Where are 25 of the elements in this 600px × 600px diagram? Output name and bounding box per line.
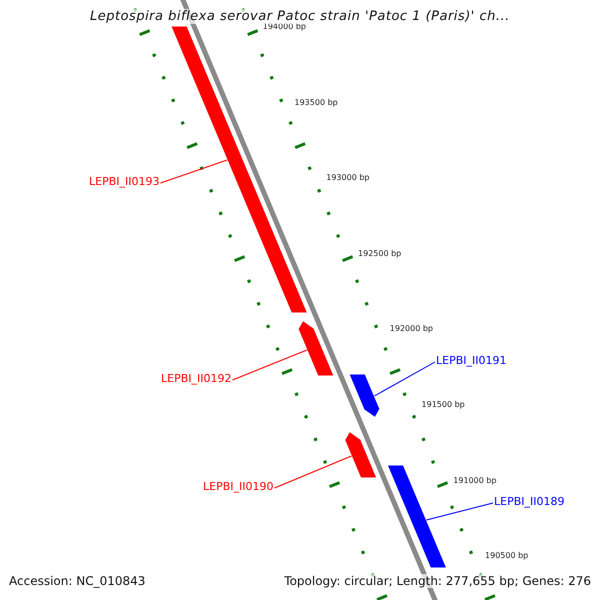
tick-label: 191000 bp <box>453 476 497 485</box>
leader-line <box>374 362 436 396</box>
gene-label: LEPBI_II0191 <box>436 354 506 368</box>
tick-label: 193000 bp <box>326 173 370 182</box>
accession-text: Accession: NC_010843 <box>9 574 146 588</box>
gene-label: LEPBI_II0190 <box>203 480 274 494</box>
tick-label: 190500 bp <box>485 551 528 560</box>
leader-line <box>160 160 228 184</box>
gene-label: LEPBI_II0192 <box>161 372 232 386</box>
title: Leptospira biflexa serovar Patoc strain 'Patoc 1 (Paris)' ch... <box>90 9 510 24</box>
gene-label: LEPBI_II0189 <box>494 495 564 509</box>
gene-label: LEPBI_II0193 <box>89 175 160 189</box>
gene-feature <box>388 466 446 568</box>
tick-label: 193500 bp <box>294 98 338 107</box>
gene-feature <box>350 374 380 417</box>
tick-label: 194000 bp <box>262 22 306 31</box>
leader-line <box>426 502 494 520</box>
tick-label: 192500 bp <box>358 248 402 258</box>
gene-feature <box>298 321 334 376</box>
tick-label: 191500 bp <box>422 400 465 409</box>
leader-line <box>274 456 352 488</box>
summary-text: Topology: circular; Length: 277,655 bp; Genes: 276 <box>284 574 591 588</box>
tick-label: 192000 bp <box>390 324 434 334</box>
gene-feature <box>345 432 376 478</box>
leader-line <box>232 350 308 380</box>
